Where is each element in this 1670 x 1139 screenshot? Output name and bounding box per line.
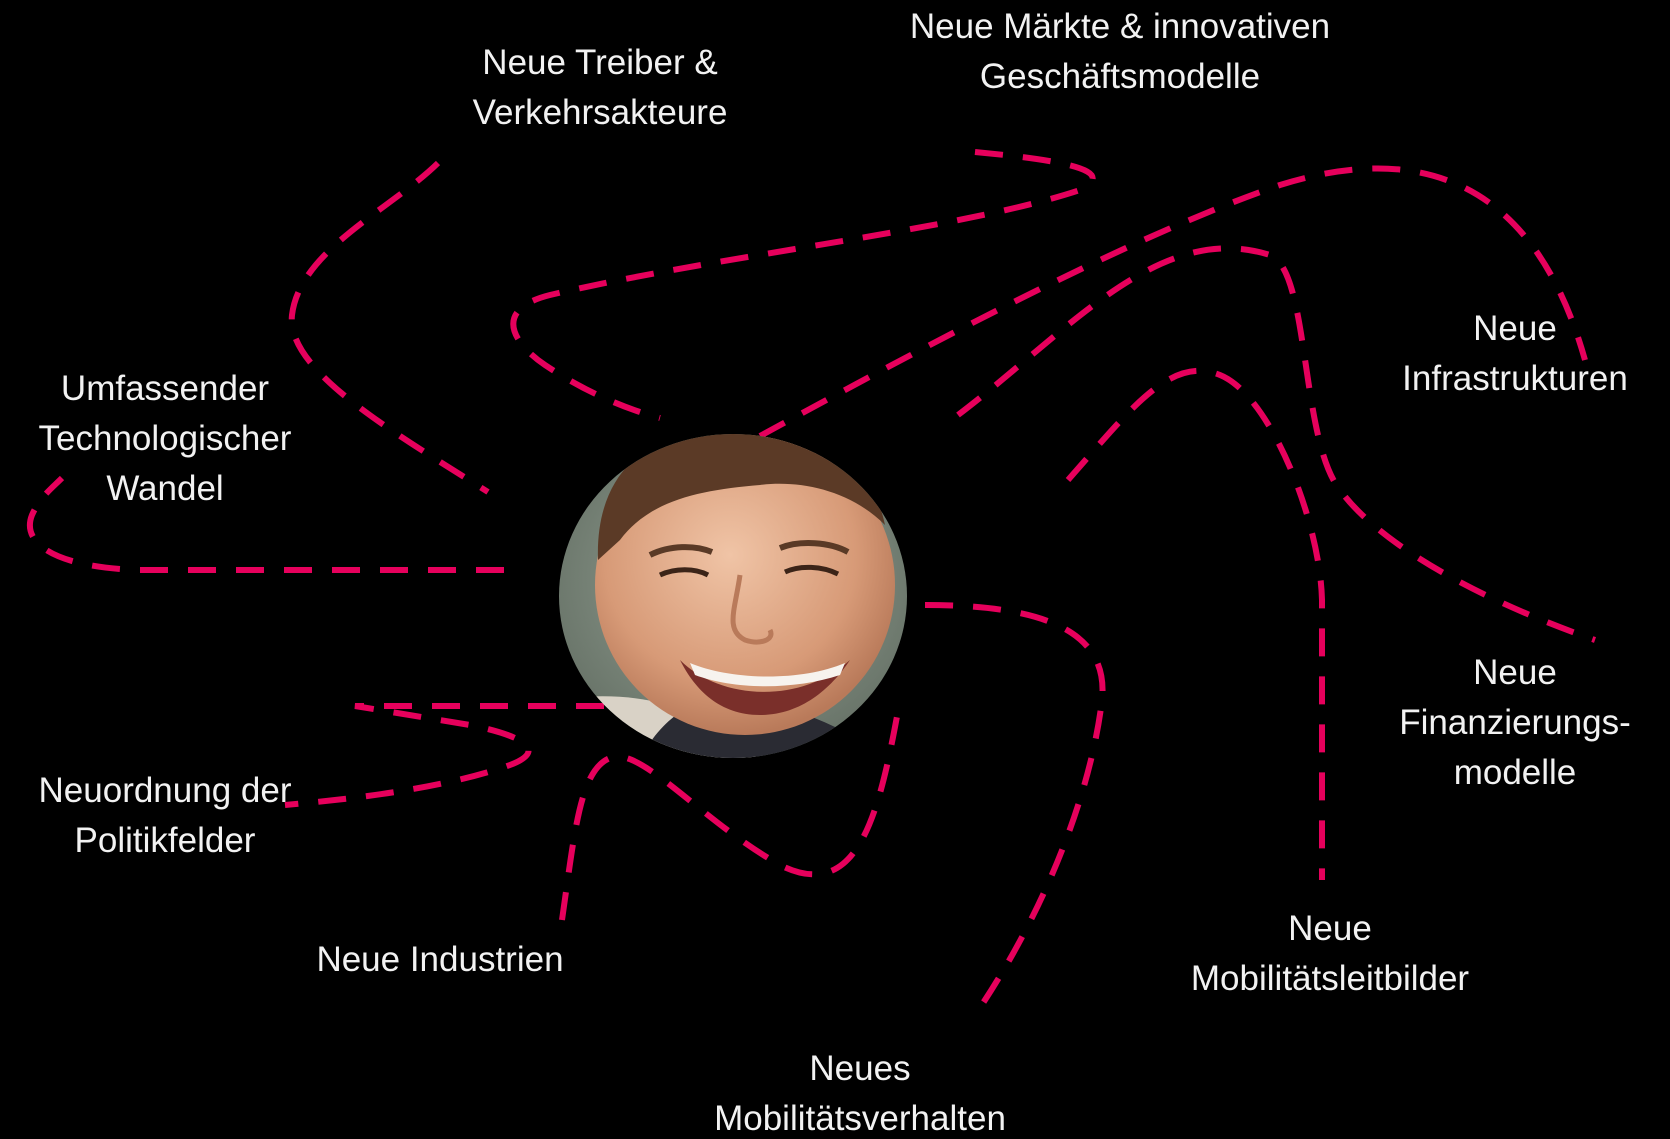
label-line: Neue Industrien — [316, 940, 564, 979]
label-line: Neuordnung der — [38, 771, 292, 810]
label-line: Neue — [1473, 309, 1557, 348]
label-line: Finanzierungs- — [1399, 703, 1631, 742]
connector-technologie — [27, 475, 504, 573]
connector-leitbilder — [1065, 367, 1325, 880]
label-politikfelder: Neuordnung der Politikfelder — [10, 766, 320, 866]
label-finanzierungsmodelle: Neue Finanzierungs- modelle — [1375, 648, 1655, 798]
label-technologischer-wandel: Umfassender Technologischer Wandel — [10, 364, 320, 514]
label-line: Neue — [1288, 909, 1372, 948]
label-line: Infrastrukturen — [1402, 359, 1628, 398]
label-line: Mobilitätsleitbilder — [1190, 959, 1470, 998]
label-line: Neue — [1473, 653, 1557, 692]
connector-treiber — [288, 160, 490, 495]
label-line: Neue Treiber & — [482, 43, 718, 82]
connector-infrastrukturen — [758, 165, 1588, 439]
label-line: Verkehrsakteure — [472, 93, 728, 132]
connector-finanzierung — [956, 245, 1596, 643]
label-mobilitaetsleitbilder: Neue Mobilitätsleitbilder — [1160, 904, 1500, 1004]
label-line: modelle — [1453, 753, 1577, 792]
label-line: Politikfelder — [74, 821, 256, 860]
label-line: Mobilitätsverhalten — [714, 1099, 1006, 1138]
center-portrait — [559, 434, 907, 758]
label-line: Wandel — [106, 469, 224, 508]
connector-industrien — [559, 699, 903, 921]
label-neue-maerkte: Neue Märkte & innovativen Geschäftsmodel… — [880, 2, 1360, 102]
label-neue-treiber: Neue Treiber & Verkehrsakteure — [440, 38, 760, 138]
label-line: Geschäftsmodelle — [979, 57, 1261, 96]
label-mobilitaetsverhalten: Neues Mobilitätsverhalten — [680, 1044, 1040, 1139]
label-line: Umfassender — [60, 369, 270, 408]
label-line: Neues — [809, 1049, 911, 1088]
connector-politik — [284, 703, 604, 808]
label-line: Technologischer — [38, 419, 292, 458]
label-line: Neue Märkte & innovativen — [909, 7, 1331, 46]
label-neue-industrien: Neue Industrien — [290, 935, 590, 985]
connector-maerkte — [510, 149, 1096, 421]
connector-verhalten — [924, 602, 1106, 1017]
label-neue-infrastrukturen: Neue Infrastrukturen — [1375, 304, 1655, 404]
